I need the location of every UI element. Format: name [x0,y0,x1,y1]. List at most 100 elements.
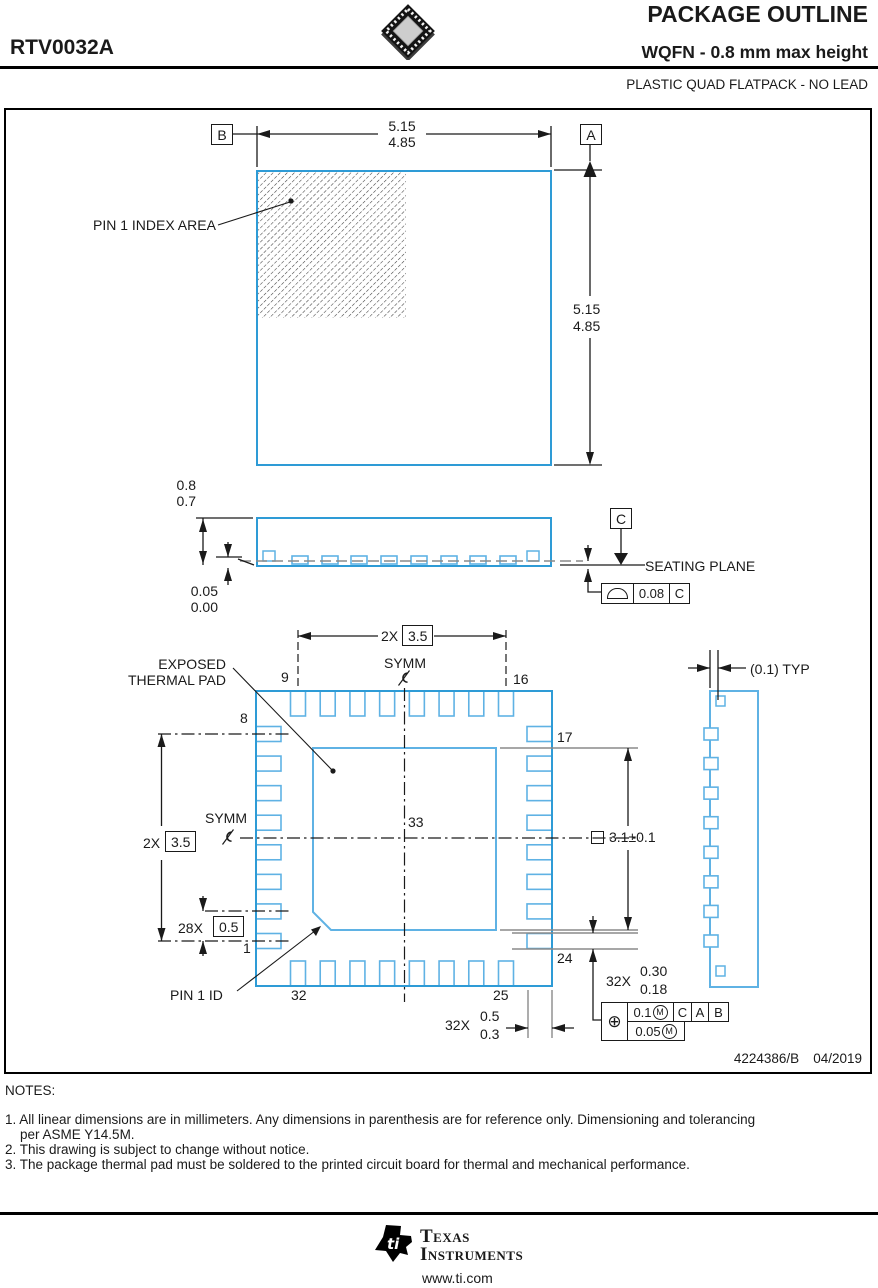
page-title: PACKAGE OUTLINE [647,1,868,27]
note-2: 2. This drawing is subject to change wit… [5,1142,310,1157]
datum-b-box: B [211,124,233,145]
centerline-icon-left [222,829,234,845]
lead-length-min: 0.3 [480,1026,500,1042]
pin-label-1: 1 [243,940,251,956]
centerline-icon-top [398,670,410,686]
footer-rule [0,1212,878,1215]
bottom-view [158,630,640,1038]
detail-body [709,690,759,988]
title-block: 4224386/B 04/2019 [734,1051,862,1066]
brand-texas: Texas [420,1226,470,1247]
ti-url[interactable]: www.ti.com [422,1270,493,1286]
doc-date: 04/2019 [813,1051,862,1066]
lead-width-max: 0.30 [640,963,668,979]
position-symbol-icon: ⊕ [607,1011,622,1031]
lead-length-max: 0.5 [480,1008,500,1024]
datum-a-label: A [586,126,596,143]
note-3: 3. The package thermal pad must be solde… [5,1157,690,1172]
gray-extension-lines [500,747,638,1038]
pitch-qty: 28X [178,920,203,936]
datum-a-triangle [583,161,597,177]
top-height-max: 5.15 [573,301,601,317]
datum-c-label: C [615,510,627,527]
side-view [196,517,645,593]
profile-symbol-cell [601,583,634,604]
exposed-pad-label-1: EXPOSED [158,656,226,672]
pin-label-24: 24 [557,950,573,966]
centerlines [158,688,640,1002]
pitch-span-box-top: 3.5 [402,625,434,646]
top-view-body [256,170,552,466]
exposed-pad-label-2: THERMAL PAD [127,672,226,688]
standoff-min: 0.00 [190,599,218,615]
leader-lines [232,667,333,992]
pin1-index-area-label: PIN 1 INDEX AREA [93,217,216,233]
chip-icon [381,4,435,60]
fcf-datum-a: A [695,1004,705,1020]
svg-text:ti: ti [387,1235,400,1253]
fcf-datum-c-cell: C [673,1002,692,1022]
pin1-id-label: PIN 1 ID [170,987,223,1003]
part-number: RTV0032A [10,36,114,59]
note-1: 1. All linear dimensions are in millimet… [5,1112,756,1127]
lead-offset-typ: (0.1) TYP [750,661,810,677]
flatness-value: 0.08 [638,586,665,601]
standoff-max: 0.05 [190,583,218,599]
datum-a-box: A [580,124,602,145]
pin-label-25: 25 [493,987,509,1003]
top-width-min: 4.85 [388,134,416,150]
side-view-body [256,517,552,567]
symm-label-top: SYMM [384,655,426,671]
header-rule [0,66,878,69]
package-height-subtitle: WQFN - 0.8 mm max height [641,42,868,62]
top-width-max: 5.15 [388,118,416,134]
position-tol2: 0.05 [635,1023,661,1039]
pin1-id-arrow [311,926,321,936]
mmc-icon: M [652,1004,668,1020]
top-height-min: 4.85 [573,318,601,334]
pin-label-16: 16 [513,671,529,687]
lead-length-qty: 32X [445,1017,470,1033]
pin-label-17: 17 [557,729,573,745]
lead-detail-view [688,650,759,988]
pin1-index-hatch [258,172,406,318]
top-view [217,126,602,466]
pad-size-dim: 3.1±0.1 [591,829,656,845]
notes-heading: NOTES: [5,1083,56,1098]
pin-label-8: 8 [240,710,248,726]
position-symbol-cell: ⊕ [601,1002,628,1041]
square-symbol-icon [591,830,604,844]
pitch-span-qty-top: 2X [381,628,399,644]
symm-label-left: SYMM [205,810,247,826]
pitch-span-value-left: 3.5 [171,833,191,850]
fcf-datum-b: B [714,1004,723,1020]
pin-label-9: 9 [281,669,289,685]
datum-b-label: B [217,126,227,143]
pitch-span-value-top: 3.5 [408,627,428,644]
fcf-datum-c: C [677,1004,688,1020]
position-tol: 0.1 [633,1004,652,1020]
lead-width-min: 0.18 [640,981,668,997]
package-type-label: PLASTIC QUAD FLATPACK - NO LEAD [626,77,868,92]
datum-c-triangle [614,553,628,565]
flatness-fcf: 0.08 C [601,583,691,604]
flatness-value-cell: 0.08 [633,583,670,604]
ti-logo-icon: ti [375,1225,412,1262]
note-1-continued: per ASME Y14.5M. [20,1127,135,1142]
lead-width-qty: 32X [606,973,631,989]
pad-size-value: 3.1±0.1 [609,829,656,845]
profile-surface-icon [607,588,628,599]
pitch-span-qty-left: 2X [143,835,161,851]
pin-label-33: 33 [408,814,424,830]
flatness-datum-cell: C [669,583,690,604]
mmc-icon-2: M [661,1023,677,1039]
body-height-min: 0.7 [176,493,196,509]
body-height-max: 0.8 [176,477,196,493]
fcf-datum-b-cell: B [708,1002,729,1022]
pitch-span-box-left: 3.5 [165,831,197,852]
drawing-frame [4,108,872,1074]
pitch-box: 0.5 [213,916,245,937]
